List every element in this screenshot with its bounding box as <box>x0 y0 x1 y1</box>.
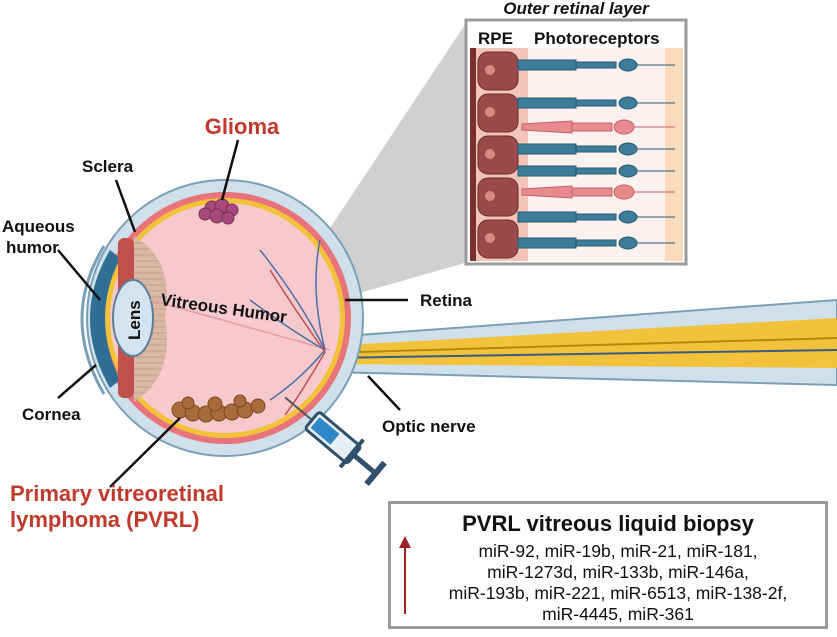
mirna-line: miR-193b, miR-221, miR-6513, miR-138-2f, <box>448 583 788 603</box>
mirna-line: miR-4445, miR-361 <box>542 604 694 624</box>
upregulated-arrow-icon <box>399 536 411 614</box>
photoreceptors-label: Photoreceptors <box>534 29 660 48</box>
optic-nerve-label: Optic nerve <box>382 417 476 436</box>
rpe-label: RPE <box>478 29 513 48</box>
mirna-line: miR-92, miR-19b, miR-21, miR-181, <box>478 541 758 561</box>
sclera-label: Sclera <box>82 157 134 176</box>
cone-cells <box>521 119 675 200</box>
rod-cells <box>517 58 675 250</box>
biopsy-title: PVRL vitreous liquid biopsy <box>462 511 754 536</box>
zoom-wedge <box>330 20 468 300</box>
glioma-mass <box>198 198 239 225</box>
pvrl-label-line1: Primary vitreoretinal <box>10 481 224 506</box>
cornea-label: Cornea <box>22 405 81 424</box>
pvrl-biopsy-panel: PVRL vitreous liquid biopsy miR-92, miR-… <box>388 501 828 629</box>
lens-label: Lens <box>125 300 144 340</box>
aqueous-humor-label-line1: Aqueous <box>2 217 75 236</box>
mirna-list: miR-92, miR-19b, miR-21, miR-181, miR-12… <box>417 541 819 625</box>
optic-nerve <box>316 298 837 387</box>
outer-retinal-layer-label: Outer retinal layer <box>503 0 650 18</box>
outer-retinal-layer-inset: Outer retinal layer RPE Photoreceptors <box>464 0 688 266</box>
mirna-line: miR-1273d, miR-133b, miR-146a, <box>487 562 749 582</box>
pvrl-mass <box>171 394 266 423</box>
eyeball <box>80 179 364 457</box>
syringe-icon <box>284 396 387 487</box>
aqueous-humor-label-line2: humor <box>6 238 59 257</box>
retina-label: Retina <box>420 291 473 310</box>
pvrl-label-line2: lymphoma (PVRL) <box>10 507 199 532</box>
glioma-label: Glioma <box>205 114 280 139</box>
